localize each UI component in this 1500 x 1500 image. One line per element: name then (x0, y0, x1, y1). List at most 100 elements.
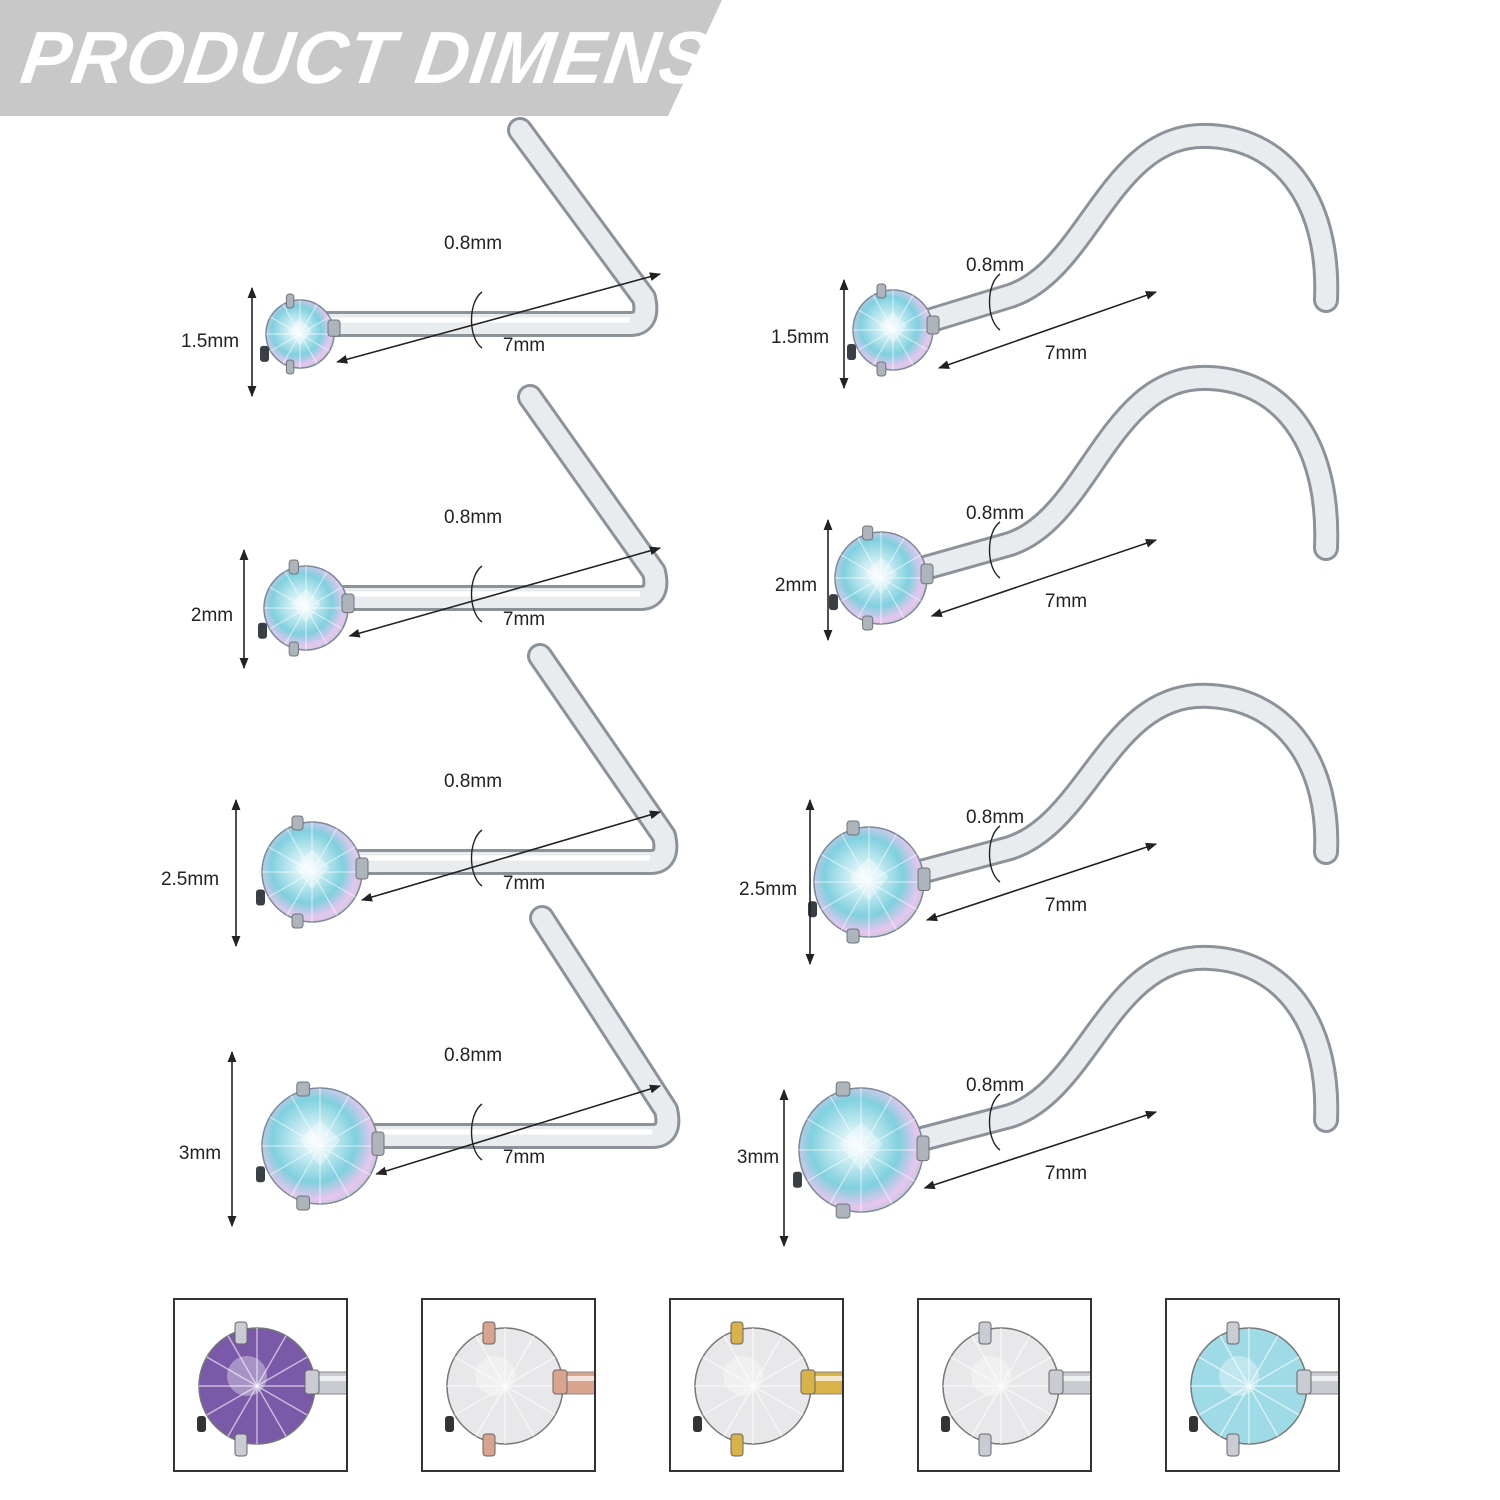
gem-facet (880, 537, 905, 579)
gauge-bracket (470, 291, 483, 349)
gem-facet (880, 577, 905, 619)
gem-facet (840, 881, 870, 930)
gem-facet (311, 871, 356, 898)
prong (926, 315, 940, 335)
gem-table (839, 1122, 883, 1172)
swatch-facet (256, 1335, 287, 1387)
gem (256, 815, 369, 929)
gem-facet (319, 1145, 371, 1176)
length-arrow (375, 1084, 662, 1176)
gem-facet (857, 577, 882, 619)
swatch-image (445, 1321, 594, 1457)
gauge-bracket (988, 825, 1001, 883)
gem-facet (299, 333, 318, 364)
swatch-prong (1048, 1369, 1064, 1395)
gem-table (879, 312, 907, 344)
diameter-label: 3mm (178, 1143, 222, 1164)
prong (260, 345, 269, 362)
gem-facet (858, 309, 894, 331)
gauge-label: 0.8mm (965, 807, 1025, 828)
length-arrow (360, 810, 662, 902)
gem-facet (305, 607, 328, 645)
gauge-label: 0.8mm (443, 507, 503, 528)
gauge-label: 0.8mm (965, 1075, 1025, 1096)
gem-facet (299, 333, 330, 352)
prong (371, 1131, 385, 1156)
gem-facet (840, 577, 882, 602)
screw-outline (897, 944, 1340, 1155)
swatch-facet (1000, 1385, 1031, 1437)
gauge-label: 0.8mm (443, 1045, 503, 1066)
length-arrow (937, 291, 1158, 369)
length-arrow (930, 538, 1158, 618)
swatch-facet (1198, 1385, 1250, 1416)
swatch-prong (941, 1416, 950, 1432)
swatch-facet (1219, 1385, 1250, 1437)
gem-facet (868, 834, 898, 883)
l-shape-stud (227, 905, 681, 1228)
swatch-image (693, 1321, 842, 1457)
color-swatch-aurora-crystal-silver[interactable] (1165, 1298, 1340, 1472)
gem (808, 820, 931, 944)
length-arrow (348, 546, 662, 638)
color-swatch-clear-crystal-rose-gold[interactable] (421, 1298, 596, 1472)
color-swatch-rainbow-crystal-silver[interactable] (173, 1298, 348, 1472)
gem-facet (286, 828, 313, 873)
swatch-prong (445, 1416, 454, 1432)
prong (355, 857, 369, 880)
swatch-facet (1248, 1356, 1300, 1387)
gem-facet (305, 571, 328, 609)
prong (876, 283, 887, 299)
gem-facet (840, 834, 870, 883)
gauge-label: 0.8mm (965, 255, 1025, 276)
gauge-bracket (470, 1103, 483, 1161)
swatch-facet (504, 1335, 535, 1387)
gem (793, 1081, 930, 1219)
gem-facet (860, 1096, 893, 1151)
swatch-prong (197, 1416, 206, 1432)
gem-facet (868, 881, 917, 911)
color-swatch-clear-crystal-silver[interactable] (917, 1298, 1092, 1472)
gem-facet (311, 828, 338, 873)
gauge-label: 0.8mm (443, 233, 503, 254)
gem-facet (319, 1145, 350, 1197)
swatch-facet (702, 1385, 754, 1416)
gauge-bracket (988, 1093, 1001, 1151)
gem-facet (282, 304, 301, 335)
gem (258, 559, 355, 657)
swatch-prong (1226, 1433, 1240, 1457)
swatch-facet (206, 1385, 258, 1416)
prong (256, 1166, 265, 1183)
gem (260, 293, 341, 375)
swatch-sparkle (723, 1356, 763, 1396)
gem (829, 525, 934, 631)
gem-facet (868, 881, 898, 930)
swatch-prong (800, 1369, 816, 1395)
gem-facet (892, 329, 914, 365)
swatch-facet (723, 1335, 754, 1387)
diameter-label: 2mm (774, 575, 818, 596)
prong (847, 344, 856, 360)
swatch-facet (971, 1385, 1002, 1437)
swatch-facet (1248, 1385, 1300, 1416)
prong (835, 1203, 851, 1219)
length-label: 7mm (502, 609, 546, 630)
prong (846, 820, 860, 836)
gem-facet (880, 554, 922, 579)
gem-table (294, 849, 330, 890)
swatch-facet (475, 1385, 506, 1437)
swatch-sparkle (971, 1356, 1011, 1396)
color-swatch-clear-crystal-gold[interactable] (669, 1298, 844, 1472)
l-shape-stud (239, 384, 669, 670)
gem-facet (857, 537, 882, 579)
length-arrow (336, 272, 662, 364)
swatch-facet (950, 1385, 1002, 1416)
banner-shape (0, 0, 722, 116)
prong (291, 815, 304, 831)
gem-facet (868, 853, 917, 883)
gem-facet (319, 1116, 371, 1147)
swatch-prong (234, 1433, 248, 1457)
gem-facet (270, 333, 301, 352)
swatch-prong (693, 1416, 702, 1432)
